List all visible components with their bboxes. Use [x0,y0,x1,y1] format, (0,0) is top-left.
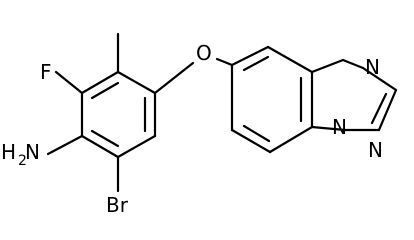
triazole-nitrogen-top-label: N [365,55,380,79]
bond [361,66,398,92]
bond [310,125,347,132]
ether-bond-left [153,61,195,95]
amine-subscript-label: 2 [18,153,27,169]
amine-bond [46,134,84,156]
amine-h-label: H [1,140,16,164]
bond [266,45,314,74]
bond [377,88,398,132]
bond [116,134,157,159]
bond [341,58,365,70]
bond [80,134,120,159]
bromine-atom-label: Br [106,193,129,216]
bridge-nitrogen-label: N [332,115,347,139]
aromatic-bond [90,129,120,148]
bond [116,70,157,95]
fluorine-atom-label: F [40,60,52,84]
ether-bond-right [215,57,234,67]
bond [230,128,272,154]
bond [310,58,345,74]
aromatic-bond [242,55,270,72]
oxygen-atom-label: O [196,41,212,65]
aromatic-bond [370,92,388,125]
amine-n-label: N [25,140,40,164]
aromatic-bond [242,124,271,143]
triazole-nitrogen-bottom-label: N [368,138,383,162]
molecule-drawing: F O N N N Br H 2 N [1,32,398,216]
bond [268,125,314,154]
aromatic-bond [90,81,120,100]
fluoro-bond [54,70,84,95]
bond [80,70,120,95]
bond [230,45,270,67]
chemical-structure-canvas: F O N N N Br H 2 N [1,32,398,216]
